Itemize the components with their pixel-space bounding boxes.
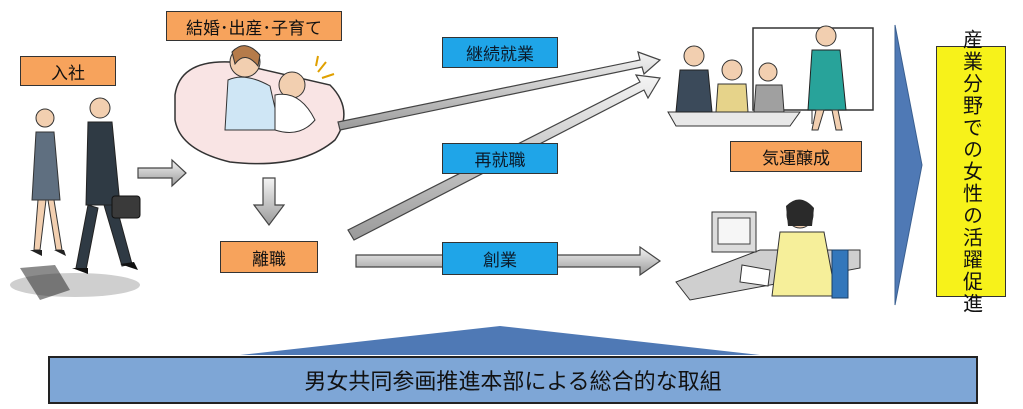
continued-work-arrow [337, 51, 662, 131]
leave-job-label: 離職 [220, 241, 318, 273]
momentum-label: 気運醸成 [730, 141, 862, 172]
commuting-people-illustration [10, 97, 141, 300]
life-to-leave-arrow [252, 177, 286, 226]
upward-support-arrow [240, 326, 760, 355]
office-meeting-illustration [667, 25, 874, 131]
entry-label: 入社 [20, 56, 116, 86]
goal-label: 産業分野での女性の活躍促進 [936, 29, 1006, 315]
continued-work-label: 継続就業 [442, 37, 558, 68]
mother-and-baby-illustration [174, 45, 345, 165]
headquarters-banner: 男女共同参画推進本部による総合的な取組 [48, 356, 978, 404]
reemployment-label: 再就職 [442, 143, 558, 174]
desk-worker-illustration [675, 199, 861, 301]
goal-big-arrow [894, 24, 923, 306]
startup-label: 創業 [442, 242, 558, 275]
life-events-label: 結婚･出産･子育て [166, 11, 342, 41]
entry-to-life-arrow [137, 158, 187, 188]
